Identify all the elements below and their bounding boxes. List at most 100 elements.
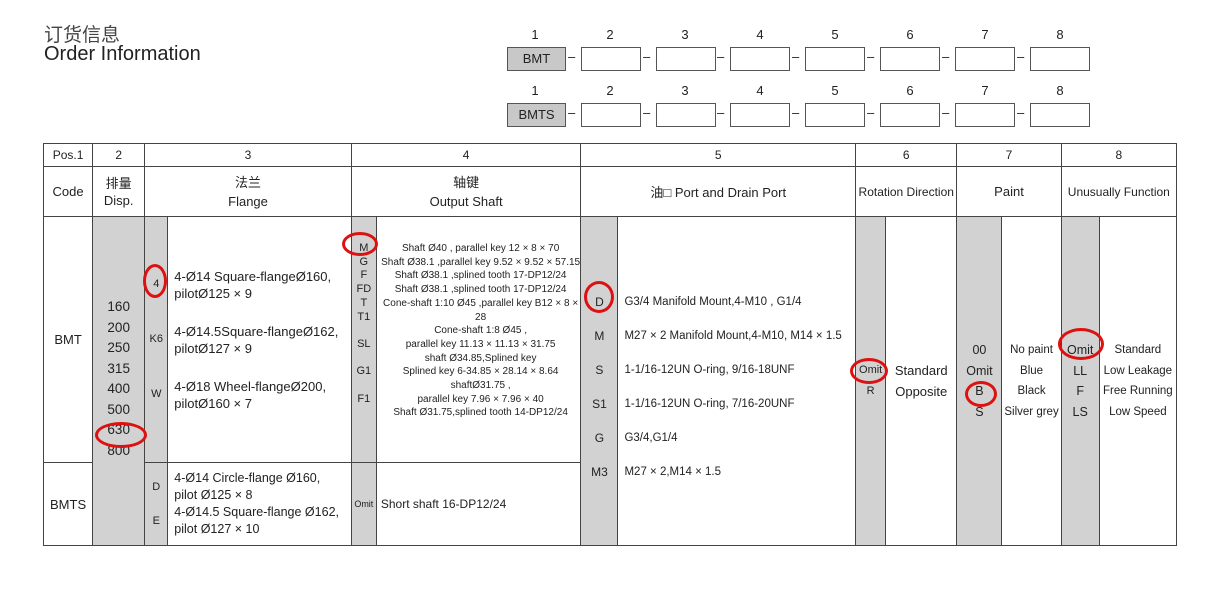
- rotation-descriptions: Standard Opposite: [885, 216, 958, 546]
- code-dash: –: [568, 49, 576, 64]
- code-position-number: 6: [906, 83, 914, 98]
- shaft-codes: M G F FD T T1 SL G1 F1: [350, 216, 377, 463]
- rotation-desc: Opposite: [895, 384, 948, 399]
- code-slot-box: [1030, 103, 1090, 127]
- shaft-code: F1: [357, 392, 371, 405]
- bmt-code: BMT: [42, 216, 94, 463]
- code-dash: –: [942, 105, 950, 120]
- shaft-desc: Shaft Ø40 , parallel key 12 × 8 × 70: [401, 243, 560, 254]
- flange-desc: pilot Ø127 × 10: [174, 522, 260, 536]
- code-dash: –: [717, 49, 725, 64]
- shaft-header: 轴键 Output Shaft: [350, 166, 582, 217]
- shaft-desc: Shaft Ø38.1 ,parallel key 9.52 × 9.52 × …: [381, 256, 581, 268]
- port-desc: 1-1/16-12UN O-ring, 9/16-18UNF: [624, 364, 795, 376]
- bmts-flange-descriptions: 4-Ø14 Circle-flange Ø160, pilot Ø125 × 8…: [167, 462, 352, 546]
- highlight-circle-shaft-m: [342, 232, 378, 256]
- code-position-number: 2: [606, 83, 614, 98]
- port-desc: G3/4 Manifold Mount,4-M10 , G1/4: [624, 296, 802, 308]
- disp-header: 排量 Disp.: [92, 166, 146, 217]
- paint-desc: Blue: [1020, 364, 1044, 377]
- bmts-row: BMTS D E 4-Ø14 Circle-flange Ø160, pilot…: [42, 462, 1177, 546]
- code-position-number: 4: [756, 27, 764, 42]
- code-slot-box: [730, 47, 790, 71]
- shaft-code: SL: [357, 337, 371, 350]
- port-code: M: [594, 329, 605, 343]
- shaft-header-en: Output Shaft: [429, 193, 503, 209]
- page-title-cn: 订货信息: [44, 25, 121, 46]
- shaft-desc: Shaft Ø38.1 ,splined tooth 17-DP12/24: [394, 284, 567, 296]
- flange-desc: 4-Ø14 Circle-flange Ø160,: [174, 471, 321, 485]
- shaft-header-cn: 轴键: [453, 174, 480, 190]
- code-slot-box: [880, 47, 940, 71]
- flange-desc: pilotØ125 × 9: [174, 285, 252, 301]
- shaft-code: FD: [356, 283, 372, 296]
- flange-header-cn: 法兰: [235, 174, 262, 190]
- disp-value: 160: [107, 299, 130, 314]
- shaft-code: G: [359, 255, 369, 268]
- code-position-number: 8: [1056, 83, 1064, 98]
- flange-code: K6: [149, 333, 163, 345]
- paint-desc: No paint: [1010, 344, 1053, 356]
- code-dash: –: [942, 49, 950, 64]
- position-row: Pos.1 2 3 4 5 6 7 8: [42, 143, 1178, 167]
- code-slot-box: [730, 103, 790, 127]
- code-dash: –: [643, 105, 651, 120]
- code-slot-box: [1030, 47, 1090, 71]
- code-position-number: 3: [681, 27, 689, 42]
- code-dash: –: [643, 49, 651, 64]
- flange-descriptions: 4-Ø14 Square-flangeØ160, pilotØ125 × 9 4…: [167, 216, 352, 463]
- flange-header: 法兰 Flange: [144, 166, 352, 217]
- disp-value: 250: [107, 340, 130, 355]
- pos-cell: 4: [350, 143, 582, 167]
- shaft-desc: parallel key 11.13 × 11.13 × 31.75: [405, 338, 556, 350]
- bmts-code: BMTS: [42, 462, 94, 546]
- code-position-number: 7: [981, 27, 989, 42]
- code-slot-box: [656, 103, 716, 127]
- shaft-code-spacer: [352, 352, 376, 366]
- rotation-desc: Standard: [894, 363, 948, 378]
- port-desc: G3/4,G1/4: [624, 432, 678, 444]
- port-code: S1: [592, 397, 607, 411]
- code-slot-box: [581, 103, 641, 127]
- code-position-number: 3: [681, 83, 689, 98]
- port-code: M3: [591, 465, 608, 479]
- code-dash: –: [1017, 105, 1025, 120]
- shaft-desc: Cone-shaft 1:10 Ø45 ,parallel key B12 × …: [383, 297, 579, 323]
- port-header: 油□ Port and Drain Port: [580, 166, 857, 217]
- pos-cell: 8: [1060, 143, 1178, 167]
- shaft-code: T1: [357, 310, 371, 323]
- pos-cell: 6: [855, 143, 958, 167]
- paint-code: S: [975, 404, 984, 419]
- highlight-circle-630: [95, 422, 147, 448]
- pos-cell: 5: [580, 143, 857, 167]
- flange-code: E: [152, 515, 160, 527]
- code-position-number: 2: [606, 27, 614, 42]
- flange-desc: 4-Ø18 Wheel-flangeØ200,: [174, 378, 327, 394]
- code-position-number: 1: [531, 27, 539, 42]
- bmts-flange-codes: D E: [144, 462, 169, 546]
- highlight-circle-port-d: [584, 281, 614, 313]
- shaft-desc: Shaft Ø31.75,splined tooth 14-DP12/24: [393, 407, 568, 419]
- code-dash: –: [717, 105, 725, 120]
- code-dash: –: [1017, 49, 1025, 64]
- shaft-desc: Splined key 6-34.85 × 28.14 × 8.64: [402, 366, 559, 378]
- paint-desc: Black: [1017, 385, 1046, 397]
- code-header: Code: [42, 166, 94, 217]
- flange-desc: pilot Ø125 × 8: [174, 488, 253, 502]
- port-codes: D M S S1 G M3: [580, 216, 619, 546]
- code-position-number: 6: [906, 27, 914, 42]
- code-position-number: 4: [756, 83, 764, 98]
- highlight-circle-function-omit: [1058, 328, 1104, 360]
- highlight-circle-paint-b: [965, 381, 997, 407]
- highlight-circle-flange-4: [143, 264, 167, 298]
- code-prefix-box: BMT: [507, 47, 566, 71]
- pos-cell: 3: [144, 143, 352, 167]
- code-position-number: 7: [981, 83, 989, 98]
- port-descriptions: G3/4 Manifold Mount,4-M10 , G1/4 M27 × 2…: [617, 216, 857, 546]
- disp-values: 160 200 250 315 400 500 630 800: [92, 216, 146, 546]
- shaft-desc: shaftØ31.75 ,: [450, 380, 511, 392]
- shaft-desc: Cone-shaft 1:8 Ø45 ,: [434, 325, 528, 337]
- disp-header-cn: 排量: [105, 175, 132, 191]
- code-slot-box: [581, 47, 641, 71]
- order-info-table: Pos.1 2 3 4 5 6 7 8 Code 排量 Disp. 法兰 Fla…: [42, 143, 1178, 546]
